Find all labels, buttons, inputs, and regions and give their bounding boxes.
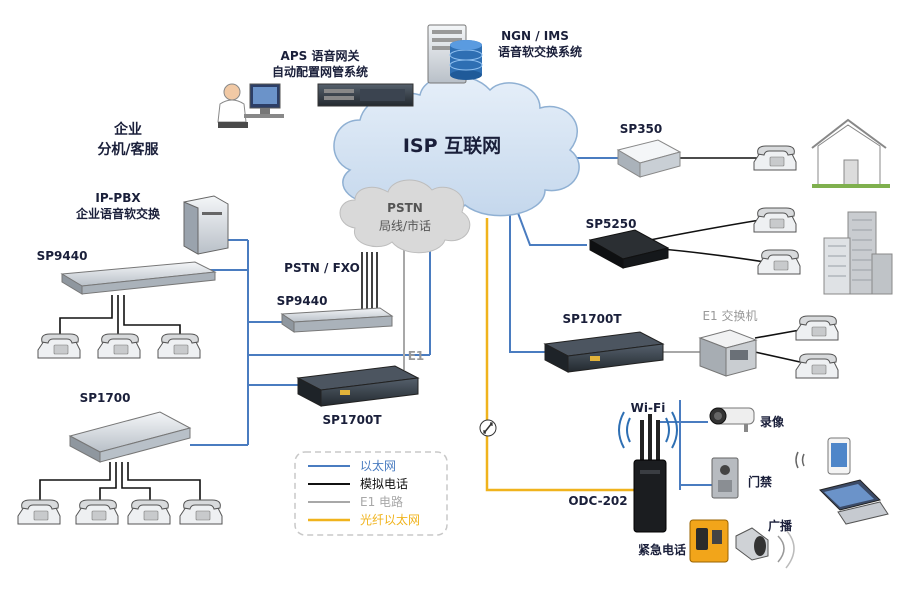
- aps-server-icon: [317, 83, 414, 107]
- house-icon: [811, 118, 890, 188]
- wifi-label: Wi-Fi: [631, 401, 666, 415]
- phone-icon: [795, 353, 839, 379]
- phone-icon: [795, 315, 839, 341]
- e1-switch-label: E1 交换机: [702, 308, 757, 323]
- legend: 以太网 模拟电话 E1 电路 光纤以太网: [294, 451, 448, 536]
- smartphone-icon: [827, 437, 851, 475]
- operator-icon: [217, 83, 284, 128]
- phone-icon: [75, 499, 119, 525]
- odc-router-icon: [633, 414, 667, 533]
- odc-label: ODC-202: [568, 494, 627, 508]
- legend-item: 以太网: [308, 458, 396, 473]
- isp-cloud: ISP 互联网: [333, 74, 580, 219]
- phone-icon: [17, 499, 61, 525]
- legend-item: E1 电路: [308, 494, 403, 509]
- emergency-label: 紧急电话: [638, 542, 686, 557]
- sp5250-label: SP5250: [586, 217, 637, 231]
- legend-label: E1 电路: [360, 494, 403, 509]
- fiber-line: [485, 218, 635, 492]
- legend-label: 以太网: [360, 458, 396, 473]
- door-access-icon: [711, 457, 739, 499]
- gateway-icon: [588, 229, 670, 269]
- legend-label: 光纤以太网: [360, 512, 420, 527]
- sp1700t-left-icon: [296, 365, 420, 407]
- pstn-fxo-label: PSTN / FXO: [284, 261, 360, 275]
- emergency-phone-icon: [689, 519, 729, 563]
- wireless-signal-icon: [795, 451, 805, 469]
- fiber-converter-icon: [479, 419, 497, 437]
- phone-icon: [157, 333, 201, 359]
- sp1700-icon: [68, 411, 192, 463]
- ngn-label-line1: NGN / IMS: [501, 29, 569, 43]
- camera-icon: [709, 407, 755, 432]
- aps-label-line2: 自动配置网管系统: [272, 64, 368, 79]
- legend-item: 模拟电话: [308, 477, 408, 491]
- sp9440-top-label: SP9440: [37, 249, 88, 263]
- wifi-icon: [618, 411, 678, 449]
- door-label: 门禁: [748, 474, 772, 489]
- broadcast-label: 广播: [768, 518, 793, 533]
- sp1700t-right-icon: [543, 331, 665, 373]
- pstn-cloud: PSTN 局线/市话: [339, 179, 471, 254]
- sp1700t-left-label: SP1700T: [322, 413, 382, 427]
- database-icon: [449, 40, 483, 80]
- sp350-label: SP350: [620, 122, 663, 136]
- router-icon: [616, 139, 682, 178]
- cloud-title: ISP 互联网: [403, 135, 501, 157]
- ippbx-label-line1: IP-PBX: [95, 191, 141, 205]
- phone-icon: [753, 145, 797, 171]
- phone-icon: [37, 333, 81, 359]
- pstn-line1: PSTN: [387, 201, 423, 215]
- e1-lines: [403, 232, 700, 370]
- sp9440-mid-label: SP9440: [277, 294, 328, 308]
- ngn-label-line2: 语音软交换系统: [498, 44, 582, 59]
- building-icon: [823, 211, 893, 295]
- phone-icon: [757, 249, 801, 275]
- speaker-icon: [735, 527, 795, 569]
- sp9440-mid-icon: [280, 307, 394, 333]
- ippbx-label-line2: 企业语音软交换: [75, 206, 161, 221]
- legend-label: 模拟电话: [360, 477, 408, 491]
- phone-icon: [127, 499, 171, 525]
- enterprise-label-line2: 分机/客服: [97, 141, 159, 158]
- sp9440-top-icon: [60, 261, 217, 295]
- sp1700t-right-label: SP1700T: [562, 312, 622, 326]
- laptop-icon: [819, 479, 889, 525]
- enterprise-label-line1: 企业: [113, 121, 142, 138]
- sp1700-label: SP1700: [80, 391, 131, 405]
- phone-icon: [753, 207, 797, 233]
- recording-label: 录像: [760, 414, 785, 429]
- pstn-line2: 局线/市话: [379, 218, 431, 233]
- e1-label: E1: [408, 349, 425, 363]
- phone-icon: [179, 499, 223, 525]
- e1-switch-icon: [698, 329, 758, 377]
- pbx-icon: [183, 195, 229, 255]
- aps-label-line1: APS 语音网关: [281, 48, 360, 63]
- legend-item: 光纤以太网: [308, 512, 420, 527]
- phone-icon: [97, 333, 141, 359]
